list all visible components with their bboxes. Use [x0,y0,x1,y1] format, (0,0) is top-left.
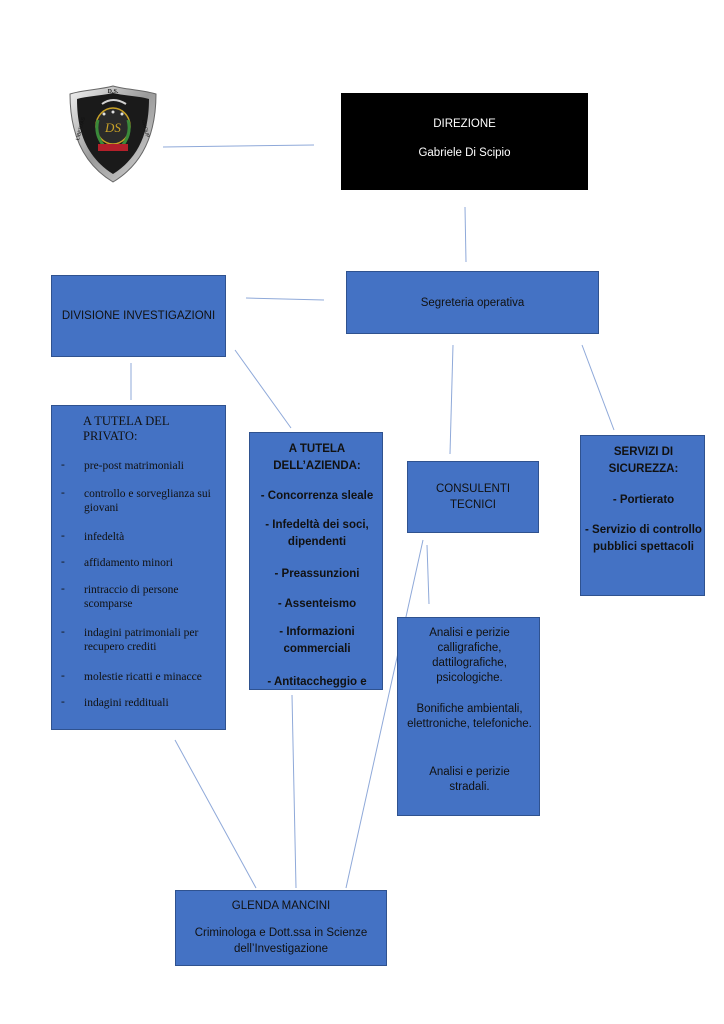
segreteria-label: Segreteria operativa [420,296,525,309]
link-privato-glenda [174,739,257,889]
list-item: - Preassunzioni [274,568,360,580]
link-divisione-azienda [234,349,292,429]
direzione-title: DIREZIONE [433,118,496,130]
link-divisione-segreteria [245,297,325,301]
list-item: - Antitaccheggio e [267,676,367,688]
divisione-label: DIVISIONE INVESTIGAZIONI [61,310,216,322]
analisi-item: Analisi e perizie calligrafiche, dattilo… [429,627,510,684]
analisi-item: Bonifiche ambientali, elettroniche, tele… [407,703,532,730]
direzione-name: Gabriele Di Scipio [418,147,511,159]
company-logo: D.S. DS LIBERTAS GROUP [69,85,157,183]
glenda-box: GLENDA MANCINI Criminologa e Dott.ssa in… [175,890,387,966]
link-consulenti-analisi [426,544,430,605]
list-item: - Informazioni commerciali [279,626,355,655]
link-logo-direzione [162,144,315,148]
glenda-name: GLENDA MANCINI [231,900,331,912]
privato-box: A TUTELA DEL PRIVATO: -pre-post matrimon… [51,405,226,730]
list-item: - Concorrenza sleale [260,490,374,502]
link-segreteria-sicurezza [581,344,615,431]
svg-text:DS: DS [104,120,121,135]
azienda-box: A TUTELA DELL’AZIENDA: - Concorrenza sle… [249,432,383,690]
direzione-box: DIREZIONE Gabriele Di Scipio [341,93,588,190]
sicurezza-heading: SERVIZI DI SICUREZZA: [608,446,679,475]
list-item: - Infedeltà dei soci, dipendenti [265,519,369,548]
link-azienda-glenda [291,694,297,889]
privato-heading: A TUTELA DEL PRIVATO: [83,414,170,443]
consulenti-box: CONSULENTI TECNICI [407,461,539,533]
list-item: - Assenteismo [277,598,357,610]
link-direzione-segreteria [464,206,467,263]
divisione-box: DIVISIONE INVESTIGAZIONI [51,275,226,357]
glenda-title: Criminologa e Dott.ssa in Scienze dell’I… [194,927,368,955]
azienda-heading: A TUTELA DELL’AZIENDA: [273,443,361,472]
analisi-box: Analisi e perizie calligrafiche, dattilo… [397,617,540,816]
list-item: - Servizio di controllo pubblici spettac… [585,524,702,553]
sicurezza-box: SERVIZI DI SICUREZZA: - Portierato - Ser… [580,435,705,596]
consulenti-label: CONSULENTI TECNICI [435,483,511,511]
svg-text:D.S.: D.S. [108,89,119,95]
svg-text:GROUP: GROUP [140,119,151,139]
analisi-item: Analisi e perizie stradali. [429,766,510,793]
segreteria-box: Segreteria operativa [346,271,599,334]
link-segreteria-consulenti [449,344,454,455]
list-item: - Portierato [612,494,675,506]
